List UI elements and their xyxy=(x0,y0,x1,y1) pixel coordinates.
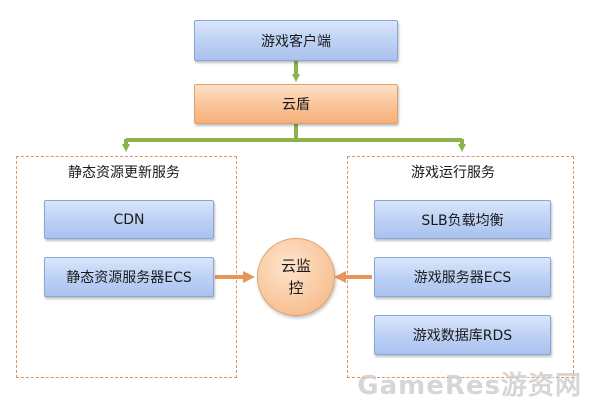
game-client-node: 游戏客户端 xyxy=(194,20,398,61)
cdn-node: CDN xyxy=(44,200,214,239)
slb-node: SLB负载均衡 xyxy=(374,200,551,239)
static-server-node: 静态资源服务器ECS xyxy=(44,257,214,297)
cloud-monitor-label: 云监控 xyxy=(280,257,311,297)
site-watermark: GameRes游资网 xyxy=(357,371,582,401)
cdn-label: CDN xyxy=(113,211,145,228)
static-update-group xyxy=(16,156,237,378)
cloud-shield-node: 云盾 xyxy=(194,84,398,124)
static-update-group-label: 静态资源更新服务 xyxy=(68,165,180,181)
cloud-shield-label: 云盾 xyxy=(282,97,310,113)
game-client-label: 游戏客户端 xyxy=(261,33,331,50)
static-server-label: 静态资源服务器ECS xyxy=(66,270,192,286)
game-run-group-label: 游戏运行服务 xyxy=(411,165,495,181)
slb-label: SLB负载均衡 xyxy=(421,212,504,229)
game-db-label: 游戏数据库RDS xyxy=(412,328,513,344)
cloud-monitor-node: 云监控 xyxy=(257,238,335,316)
game-server-node: 游戏服务器ECS xyxy=(374,257,551,297)
game-server-label: 游戏服务器ECS xyxy=(413,270,512,286)
game-run-group xyxy=(347,156,574,378)
game-db-node: 游戏数据库RDS xyxy=(374,315,551,355)
